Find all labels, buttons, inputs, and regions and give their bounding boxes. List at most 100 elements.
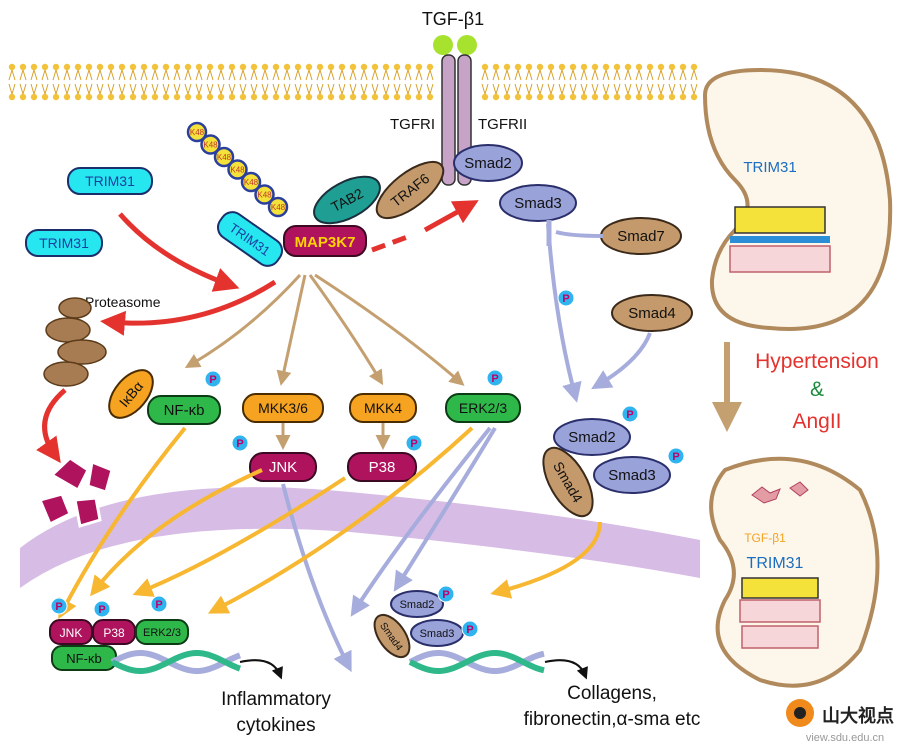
healthy-kidney: TRIM31 (702, 67, 893, 331)
degraded-protein-fragments (37, 456, 114, 528)
svg-text:K48: K48 (230, 166, 245, 175)
nuc-p38-label: P38 (103, 626, 125, 640)
cytokines-label: cytokines (236, 715, 315, 736)
svg-text:P: P (442, 589, 449, 601)
svg-text:K48: K48 (271, 203, 286, 212)
svg-text:P: P (672, 451, 679, 463)
smad3-label: Smad3 (514, 195, 562, 212)
tgfr1-receptor (441, 54, 456, 186)
nuc-jnk-label: JNK (60, 626, 83, 640)
blue-arrows (281, 223, 652, 673)
phosphate-badge: P (621, 405, 639, 423)
hypertension-label: Hypertension (755, 350, 879, 373)
nuc-smad3-label: Smad3 (420, 628, 455, 640)
cell-membrane (8, 63, 698, 101)
smad2-label: Smad2 (464, 155, 512, 172)
kidney-bottom-tgf-label: TGF-β1 (744, 531, 786, 545)
fibronectin-label: fibronectin,α-sma etc (524, 709, 701, 730)
ikba-node (108, 369, 154, 419)
tan-arrows (184, 273, 742, 450)
tgfb1-ligand-left (433, 35, 453, 55)
trim31-free-1: TRIM31 (67, 167, 153, 195)
erk23-node (445, 393, 521, 423)
k48-ubiquitin-bead: K48 (186, 121, 208, 143)
mkk4-label: MKK4 (364, 400, 402, 416)
kidney-outline-bottom (709, 456, 880, 688)
phosphate-badge: P (93, 600, 111, 618)
trim31-free-2: TRIM31 (25, 229, 103, 257)
interstitium-top (729, 245, 831, 273)
smad2-node (453, 144, 523, 182)
nuc-nfkb-label: NF-κb (66, 651, 101, 666)
svg-text:P: P (155, 599, 162, 611)
fibrotic-interstitium (739, 599, 821, 623)
smad-complex-smad2-label: Smad2 (568, 429, 616, 446)
tgfr1-label: TGFRI (390, 116, 435, 133)
diseased-kidney: TGF-β1 TRIM31 (709, 456, 880, 688)
phosphate-badge: P (557, 289, 575, 307)
k48-ubiquitin-bead: K48 (200, 134, 221, 155)
smad-complex-smad3 (593, 456, 671, 494)
smad4-label: Smad4 (628, 305, 676, 322)
ampersand-label: & (810, 378, 824, 401)
tgfb1-label: TGF-β1 (422, 9, 484, 29)
phosphate-badge: P (667, 447, 685, 465)
svg-text:P: P (55, 601, 62, 613)
collagens-label: Collagens, (567, 683, 657, 704)
trim31-bound-node (217, 211, 283, 267)
angii-label: AngII (792, 410, 841, 433)
k48-ubiquitin-bead: K48 (267, 196, 289, 218)
nuc-smad2-label: Smad2 (400, 599, 435, 611)
nfkb-branch: IκBα NF-κb (108, 369, 221, 425)
phosphate-badges: P P P P P P P P P P P P (50, 289, 685, 638)
svg-text:P: P (626, 409, 633, 421)
smad-complex-smad2 (553, 418, 631, 456)
nuc-smad4-node (373, 613, 411, 659)
smad-nodes: Smad2 Smad3 Smad7 Smad4 Smad2 Smad3 Smad… (453, 144, 693, 518)
tubule-epithelium-bottom (741, 577, 819, 599)
p38-node (347, 452, 417, 482)
dna-helix-inflammatory (110, 649, 242, 675)
svg-text:K48: K48 (203, 141, 218, 150)
mkk4-node (349, 393, 417, 423)
svg-text:P: P (410, 438, 417, 450)
mapk-nodes: MKK3/6 MKK4 ERK2/3 JNK P38 (242, 393, 521, 482)
nuc-erk-node (135, 619, 189, 645)
phosphate-badge: P (486, 369, 504, 387)
p38-label: P38 (369, 459, 396, 476)
basement-membrane-top (730, 236, 830, 243)
map3k7-label: MAP3K7 (295, 234, 356, 251)
phosphate-badge: P (461, 620, 479, 638)
map3k7-node (283, 225, 367, 257)
jnk-label: JNK (269, 459, 297, 476)
proteasome-label: Proteasome (85, 294, 161, 310)
svg-text:K48: K48 (244, 178, 259, 187)
k48-ubiquitin-bead: K48 (227, 159, 248, 180)
interstitium-bottom (741, 625, 819, 649)
tgfr2-label: TGFRII (478, 116, 527, 133)
watermark: 山大视点 view.sdu.edu.cn (786, 699, 894, 744)
phosphate-badge: P (231, 434, 249, 452)
transcription-arrows (239, 659, 588, 680)
mkk36-node (242, 393, 324, 423)
svg-text:P: P (209, 374, 216, 386)
tubule-epithelium-top (734, 206, 826, 234)
tab2-node (313, 175, 381, 225)
orange-arrows (58, 426, 602, 620)
myofibroblast-cells (751, 481, 809, 504)
dna-helix-fibrosis (408, 649, 545, 675)
condition-labels: Hypertension & AngII (755, 350, 879, 433)
proteasome: Proteasome (43, 294, 161, 387)
red-arrows (36, 200, 479, 464)
map3k7-complex: TAB2 TRAF6 TRIM31 MAP3K7 (217, 160, 445, 267)
kidney-outline-top (702, 67, 893, 331)
nfkb-label: NF-κb (164, 402, 205, 419)
k48-ubiquitin-bead: K48 (213, 146, 235, 168)
jnk-node (249, 452, 317, 482)
trim31-label-1: TRIM31 (85, 173, 135, 189)
nfkb-node (147, 395, 221, 425)
smad4-node (611, 294, 693, 332)
nuclear-factors: JNK P38 ERK2/3 NF-κb Smad2 Smad3 Smad4 (49, 590, 464, 671)
